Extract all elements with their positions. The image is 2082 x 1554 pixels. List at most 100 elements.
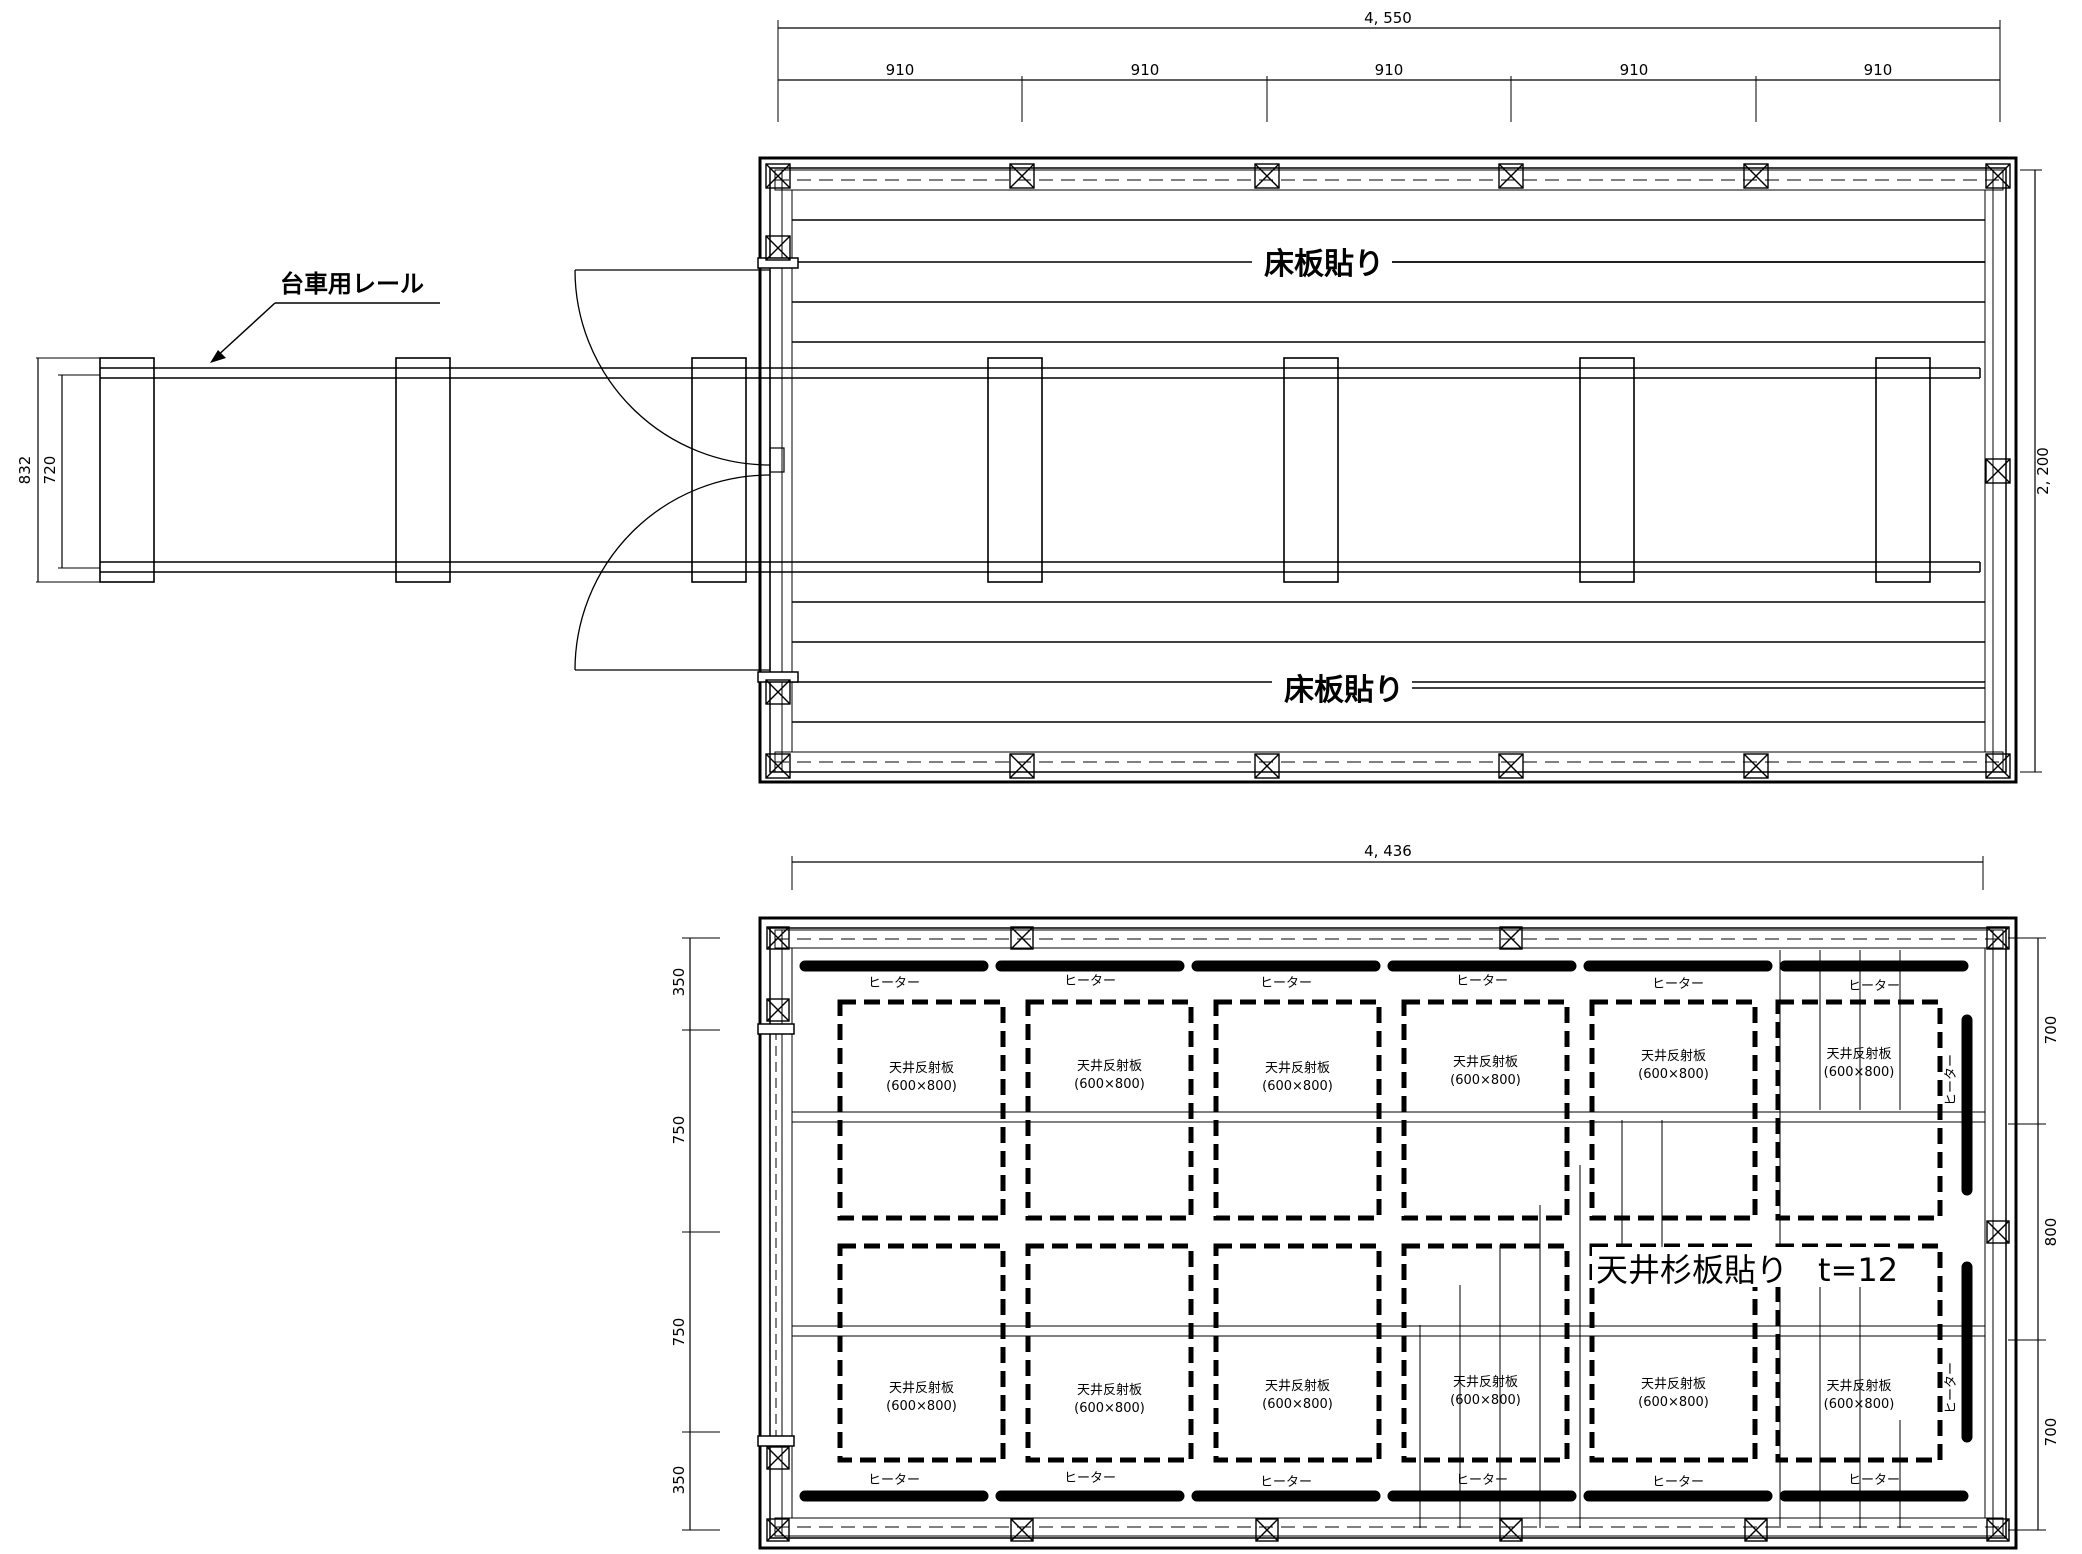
reflector-label: 天井反射板 [1453,1054,1518,1070]
reflector-label: 天井反射板 [1826,1378,1891,1394]
ceiling-reflector [837,999,1006,1221]
post-marker [1498,163,1524,189]
post-marker [1986,1220,2010,1244]
rail-sleeper [1875,357,1931,583]
reflector-label: 天井反射板 [1453,1374,1518,1390]
module-dimension-3: 910 [1375,61,1404,79]
reflector-size-label: (600×800) [1262,1079,1333,1094]
heater-label: ヒーター [1064,974,1116,989]
reflector-label: 天井反射板 [1265,1378,1330,1394]
ceiling-width-dimension: 4, 436 [1364,842,1412,860]
ceiling-reflector [1401,999,1570,1221]
reflector-label: 天井反射板 [889,1060,954,1076]
ceiling-reflector [1025,1243,1194,1463]
post-marker [1744,1518,1768,1542]
ceiling-reflector [1589,1243,1758,1463]
cedar-thickness-label: t=12 [1818,1251,1898,1289]
ceiling-plan-text: 4, 436 350 750 750 350 700 800 700 天井杉板貼… [670,842,2060,1494]
floor-plan-text: 4, 550 910 910 910 910 910 2, 200 832 72… [16,9,2052,708]
post-marker [765,753,791,779]
right-dim-700-bottom: 700 [2042,1418,2060,1447]
heater-label: ヒーター [1456,974,1508,989]
post-marker [1254,753,1280,779]
ceiling-reflector [1213,1243,1382,1463]
post-marker [1985,753,2011,779]
heater-label: ヒーター [1260,976,1312,991]
heater-bar [995,960,1185,972]
heater-label: ヒーター [1848,1473,1900,1488]
rail-sleeper [395,357,451,583]
module-dimension-5: 910 [1864,61,1893,79]
floorboard-label-bottom: 床板貼り [1284,673,1404,708]
rail-callout-label: 台車用レール [280,270,424,298]
heater-label: ヒーター [868,976,920,991]
reflector-size-label: (600×800) [1824,1397,1895,1412]
reflector-size-label: (600×800) [886,1079,957,1094]
post-marker [765,163,791,189]
heater-bar [1387,1490,1577,1502]
post-marker [1986,1518,2010,1542]
heater-bar [1583,1490,1773,1502]
post-marker [1009,163,1035,189]
heater-bar [1779,960,1969,972]
heater-bar [1961,1014,1973,1196]
left-dim-750-lower: 750 [670,1318,688,1347]
heater-label: ヒーター [1260,1475,1312,1490]
reflector-label: 天井反射板 [1641,1048,1706,1064]
post-marker [766,1518,790,1542]
heater-label: ヒーター [1944,1054,1959,1106]
ceiling-reflector [1401,1243,1570,1463]
floor-plan [36,20,2042,784]
rail-outer-dimension: 832 [16,456,34,485]
right-dim-800: 800 [2042,1218,2060,1247]
post-marker [1498,753,1524,779]
heater-label: ヒーター [1456,1473,1508,1488]
module-dimension-2: 910 [1131,61,1160,79]
reflector-size-label: (600×800) [1450,1393,1521,1408]
heater-bar [1191,1490,1381,1502]
rail-sleeper [99,357,155,583]
heater-bar [799,1490,989,1502]
reflector-size-label: (600×800) [1824,1065,1895,1080]
post-marker [766,926,790,950]
rail-sleeper [691,357,747,583]
rail-sleeper [987,357,1043,583]
rail-sleeper [1579,357,1635,583]
left-dim-350-top: 350 [670,968,688,997]
post-marker [1009,753,1035,779]
post-marker [1499,1518,1523,1542]
post-marker [765,235,791,261]
heater-bar [1961,1261,1973,1443]
heater-bar [995,1490,1185,1502]
post-marker [1499,926,1523,950]
post-marker [766,1446,790,1470]
post-marker [1010,1518,1034,1542]
left-dim-750-upper: 750 [670,1116,688,1145]
ceiling-reflector [1775,1243,1943,1463]
reflector-label: 天井反射板 [889,1380,954,1396]
ceiling-reflector [1589,999,1758,1221]
ceiling-reflector [837,1243,1006,1463]
module-dimension-4: 910 [1620,61,1649,79]
overall-width-dimension: 4, 550 [1364,9,1412,27]
reflector-size-label: (600×800) [1450,1073,1521,1088]
post-marker [765,679,791,705]
heater-label: ヒーター [1652,1475,1704,1490]
post-marker [1010,926,1034,950]
heater-bar [1191,960,1381,972]
reflector-size-label: (600×800) [1638,1395,1709,1410]
heater-label: ヒーター [1848,979,1900,994]
heater-bar [1387,960,1577,972]
post-marker [1986,926,2010,950]
reflector-label: 天井反射板 [1826,1046,1891,1062]
post-marker [1985,458,2011,484]
heater-label: ヒーター [1944,1362,1959,1414]
post-marker [1254,163,1280,189]
reflector-size-label: (600×800) [1262,1397,1333,1412]
post-marker [766,998,790,1022]
reflector-size-label: (600×800) [1638,1067,1709,1082]
rail-sleeper [1283,357,1339,583]
heater-label: ヒーター [1064,1471,1116,1486]
ceiling-reflector [1025,999,1194,1221]
